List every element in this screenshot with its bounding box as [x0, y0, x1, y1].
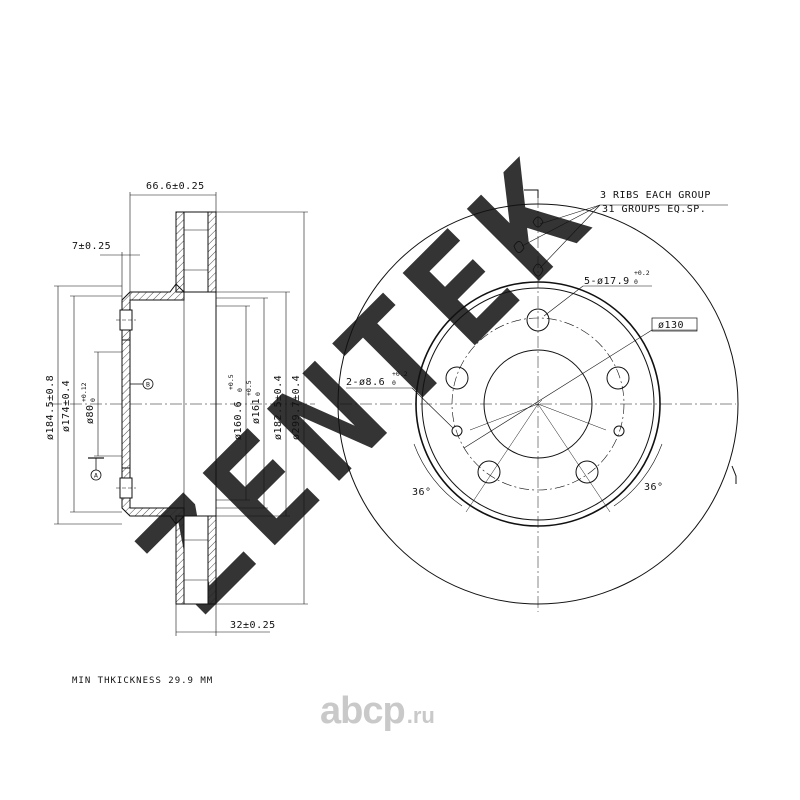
small-holes-tol-lower: 0	[392, 379, 396, 387]
bolt-hole	[606, 366, 630, 390]
bolt-holes-tol-lower: 0	[634, 278, 638, 286]
dim-dia-160: ø160.6	[233, 401, 244, 440]
brand-logo: abcp.ru	[320, 690, 435, 732]
dim-overall-width: 66.6±0.25	[146, 181, 205, 192]
dim-dia-80: ø80	[85, 404, 96, 424]
rib-markers	[513, 216, 544, 277]
pcd-label: ø130	[658, 320, 684, 331]
angle-label-right: 36°	[644, 482, 664, 493]
bolt-hole	[445, 366, 469, 390]
hub-face	[121, 339, 131, 469]
bolt-holes	[445, 308, 630, 484]
small-holes-tol-upper: +0.2	[392, 370, 408, 378]
dim-hat-thickness: 7±0.25	[72, 241, 111, 252]
small-holes-label: 2-ø8.6	[346, 377, 385, 388]
dim-dia-80-tol-upper: +0.12	[80, 382, 88, 402]
angle-label-left: 36°	[412, 487, 432, 498]
small-hole	[613, 425, 625, 437]
pcd-label-box	[651, 317, 698, 332]
dimension-lines	[54, 192, 308, 636]
datum-a-label: A	[94, 472, 98, 480]
leader-lines	[346, 189, 737, 484]
section-view: B A	[45, 181, 315, 636]
bolt-hole	[575, 460, 599, 484]
ribs-note-line2: 31 GROUPS EQ.SP.	[602, 204, 706, 215]
friction-ring-upper	[175, 211, 217, 293]
bolt-holes-label: 5-ø17.9	[584, 276, 630, 287]
dim-dia-184: ø184.5±0.8	[45, 375, 56, 440]
datum-b-label: B	[146, 381, 150, 389]
dim-dia-161: ø161	[251, 398, 262, 424]
small-hole	[451, 425, 463, 437]
bolt-hole	[477, 460, 501, 484]
bolt-hole	[526, 308, 550, 332]
min-thickness-note: MIN THKICKNESS 29.9 MM	[72, 676, 214, 686]
dim-dia-182: ø182.5±0.4	[273, 375, 284, 440]
dim-dia-299: ø299.7±0.4	[291, 375, 302, 440]
dim-dia-174: ø174±0.4	[61, 380, 72, 432]
ribs-note-line1: 3 RIBS EACH GROUP	[600, 190, 711, 201]
dim-dia-80-tol-lower: 0	[89, 398, 97, 402]
dim-dia-161-tol-upper: +0.5	[245, 380, 253, 396]
dim-dia-160-tol-upper: +0.5	[227, 374, 235, 390]
bolt-holes-tol-upper: +0.2	[634, 269, 650, 277]
front-view: 3 RIBS EACH GROUP 31 GROUPS EQ.SP. 5-ø17…	[337, 189, 739, 612]
friction-ring-lower	[175, 515, 217, 605]
dim-dia-160-tol-lower: 0	[236, 388, 244, 392]
dim-dia-161-tol-lower: 0	[254, 392, 262, 396]
brand-logo-tld: .ru	[406, 703, 435, 728]
dim-disc-thickness: 32±0.25	[230, 620, 276, 631]
brand-logo-main: abcp	[320, 690, 406, 732]
